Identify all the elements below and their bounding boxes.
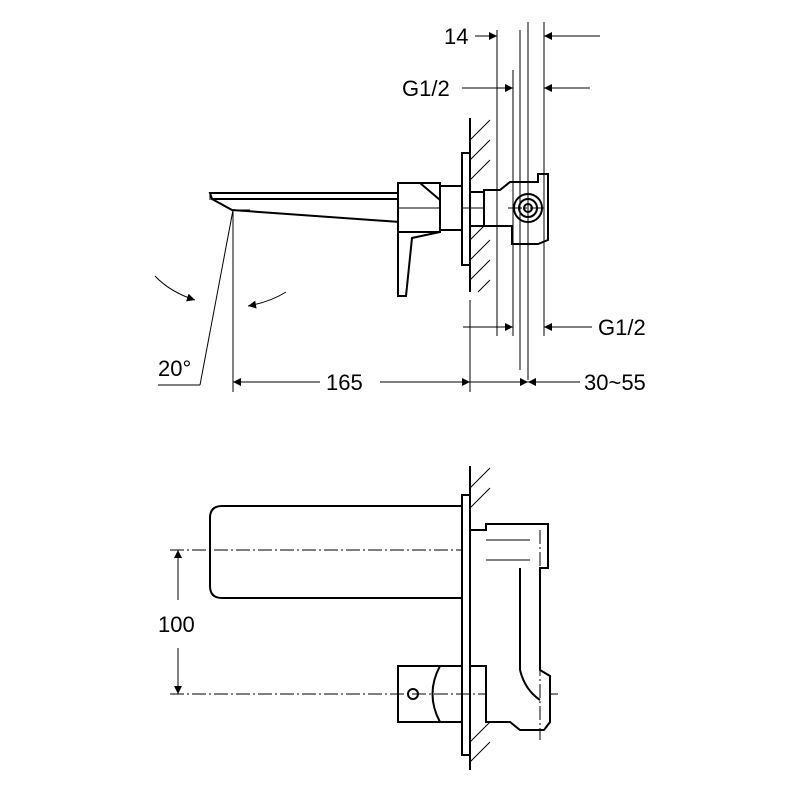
dim-vertical-spacing: 100	[158, 550, 195, 694]
dim-thread-top: G1/2	[402, 76, 590, 101]
pipe-spacing-label: 14	[444, 24, 468, 49]
dim-spout-angle: 20°	[154, 209, 287, 386]
spout-side	[208, 192, 401, 223]
wall-depth-label: 30~55	[584, 370, 646, 395]
spout-angle-label: 20°	[158, 356, 191, 381]
rear-view: 100	[158, 466, 560, 770]
dim-pipe-spacing: 14	[444, 24, 600, 49]
manifold-rear	[469, 523, 551, 740]
thread-bottom-label: G1/2	[598, 315, 646, 340]
dim-lengths: 165 30~55	[233, 370, 646, 395]
escutcheon-side	[439, 152, 520, 266]
dim-thread-bottom: G1/2	[463, 315, 646, 340]
vertical-spacing-label: 100	[158, 612, 195, 637]
escutcheon-rear	[461, 494, 471, 756]
inlet-fitting-side	[483, 173, 550, 245]
thread-top-label: G1/2	[402, 76, 450, 101]
side-view: 14 G1/2 G1/2 20° 165 3	[154, 22, 646, 395]
extension-lines-top	[232, 22, 545, 392]
spout-length-label: 165	[326, 370, 363, 395]
spout-rear	[170, 505, 463, 599]
